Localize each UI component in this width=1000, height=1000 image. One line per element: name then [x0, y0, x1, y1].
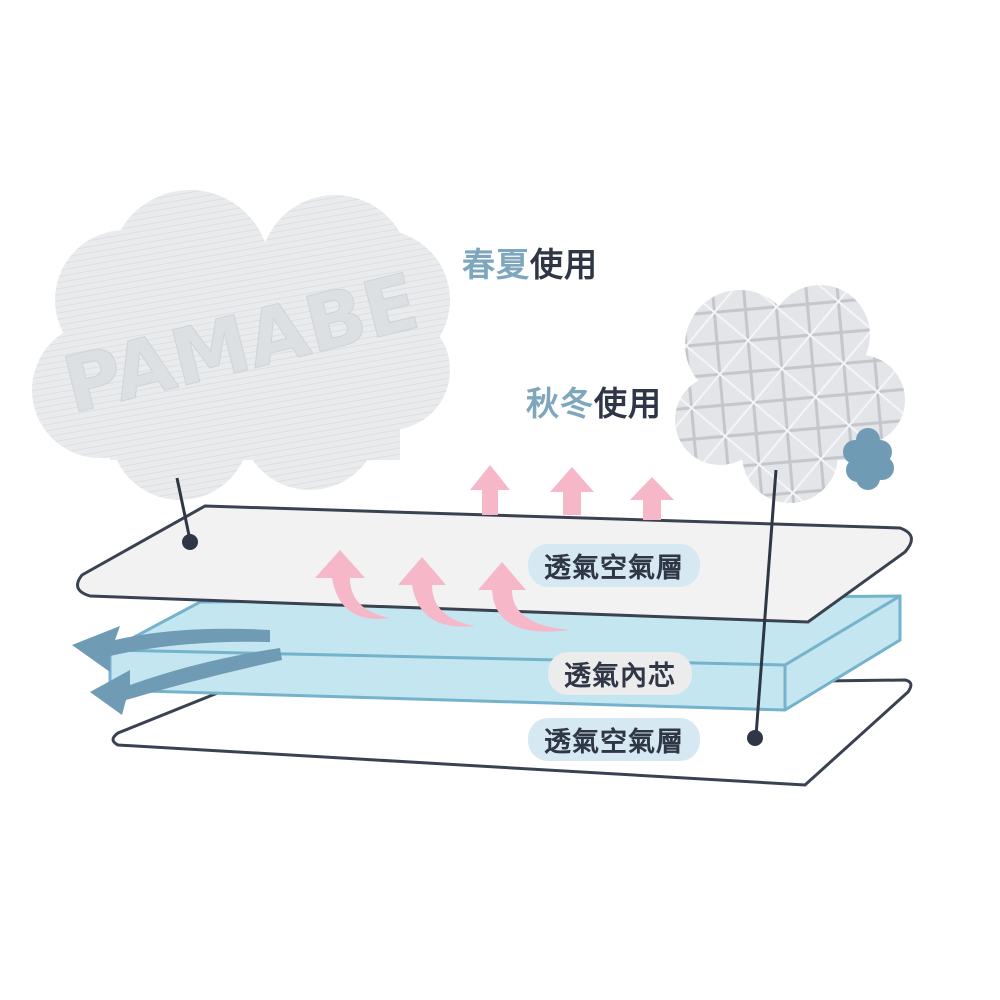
- core-label: 透氣內芯: [548, 652, 692, 695]
- pointer-lines: [175, 469, 778, 746]
- curved-arrow-icon: [398, 557, 475, 627]
- bottom-layer-label: 透氣空氣層: [528, 718, 700, 761]
- top-air-layer: [76, 504, 913, 624]
- autumn-winter-label: 秋冬使用: [526, 377, 662, 425]
- curved-arrow-icon: [315, 550, 390, 619]
- breathable-core: [108, 594, 902, 712]
- winter-fabric-swatch: [675, 285, 905, 503]
- arrow-left-icon: [72, 626, 270, 672]
- arrow-up-icon: [550, 467, 594, 515]
- heat-arrows: [315, 465, 674, 632]
- season-text: 春夏: [462, 245, 530, 284]
- airflow-arrows: [72, 626, 282, 715]
- summer-fabric-swatch: PAMABE: [32, 190, 450, 500]
- flower-icon: [843, 428, 894, 490]
- arrow-up-icon: [630, 477, 674, 520]
- usage-text: 使用: [594, 384, 662, 423]
- season-text: 秋冬: [526, 384, 594, 423]
- top-layer-label: 透氣空氣層: [528, 544, 700, 587]
- arrow-left-icon: [90, 648, 282, 715]
- usage-text: 使用: [530, 245, 598, 284]
- curved-arrow-icon: [478, 562, 570, 632]
- arrow-up-icon: [470, 465, 510, 515]
- spring-summer-label: 春夏使用: [462, 238, 598, 286]
